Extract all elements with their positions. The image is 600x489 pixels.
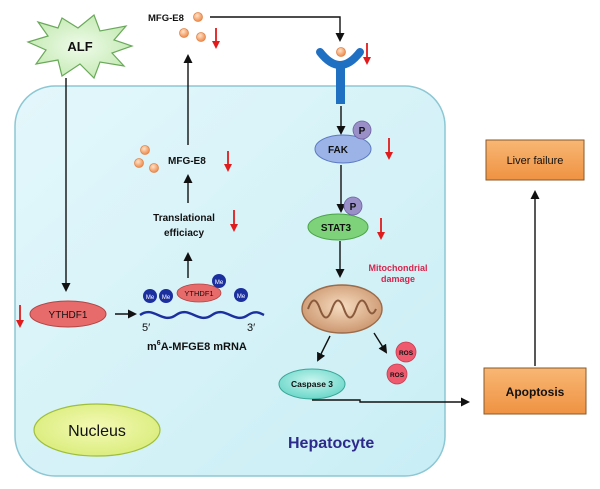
- nucleus: Nucleus: [33, 403, 161, 457]
- me-mark-label: Me: [237, 294, 246, 300]
- me-mark: Me: [159, 289, 173, 303]
- nucleus-label: Nucleus: [68, 423, 126, 440]
- mfge8-mid-label: MFG-E8: [168, 156, 206, 167]
- mfge8-top-dots: [179, 12, 206, 42]
- arrow-mfge8-to-receptor: [210, 16, 345, 42]
- five-prime-label: 5′: [142, 322, 150, 334]
- stat3-phospho-label: P: [350, 202, 357, 213]
- liver-failure-label: Liver failure: [507, 155, 564, 167]
- liver-failure-box: Liver failure: [485, 139, 585, 181]
- integrin-receptor: [316, 47, 364, 104]
- arrow-mito-to-caspase: [317, 335, 331, 362]
- alf-label: ALF: [67, 39, 92, 54]
- three-prime-label: 3′: [247, 322, 255, 334]
- me-mark-label: Me: [162, 295, 171, 301]
- translational-label-line2: efficiacy: [164, 228, 204, 239]
- stat3-node: STAT3 P: [307, 196, 369, 241]
- arrow-mito-to-ros: [373, 332, 388, 354]
- ythdf1-on-mrna: YTHDF1: [176, 283, 222, 303]
- mrna-strand: [139, 310, 265, 320]
- fak-label: FAK: [328, 145, 349, 156]
- me-mark: Me: [234, 288, 248, 302]
- me-mark: Me: [143, 289, 157, 303]
- ythdf1-on-mrna-label: YTHDF1: [184, 289, 213, 298]
- mfge8-mid-dots: [134, 145, 159, 173]
- ros-1: ROS: [395, 341, 417, 363]
- me-mark-label: Me: [146, 295, 155, 301]
- hepatocyte-label: Hepatocyte: [288, 435, 374, 452]
- apoptosis-label: Apoptosis: [506, 385, 565, 399]
- me-mark-label: Me: [215, 280, 224, 286]
- caspase3-node: Caspase 3: [278, 368, 346, 400]
- ros-1-label: ROS: [399, 350, 414, 357]
- m6a-me-marks: Me Me Me Me: [143, 274, 248, 303]
- ros-2-label: ROS: [390, 372, 405, 379]
- mrna-label: m6A-MFGE8 mRNA: [147, 340, 247, 353]
- ythdf1-label: YTHDF1: [49, 310, 88, 321]
- fak-node: FAK P: [314, 120, 372, 164]
- caspase3-label: Caspase 3: [291, 379, 333, 389]
- mitochondrion: [301, 284, 383, 334]
- me-mark: Me: [212, 274, 226, 288]
- stat3-label: STAT3: [321, 223, 352, 234]
- mitochondrial-damage-label-line2: damage: [381, 274, 415, 284]
- ros-2: ROS: [386, 363, 408, 385]
- arrow-caspase-to-apoptosis: [312, 397, 470, 407]
- translational-label-line1: Translational: [153, 213, 215, 224]
- apoptosis-box: Apoptosis: [483, 367, 587, 415]
- mitochondrial-damage-label-line1: Mitochondrial: [369, 263, 428, 273]
- alf-starburst: ALF: [26, 14, 134, 80]
- fak-phospho-label: P: [359, 126, 366, 137]
- ythdf1-node: YTHDF1: [29, 300, 107, 328]
- mfge8-top-label: MFG-E8: [148, 13, 184, 24]
